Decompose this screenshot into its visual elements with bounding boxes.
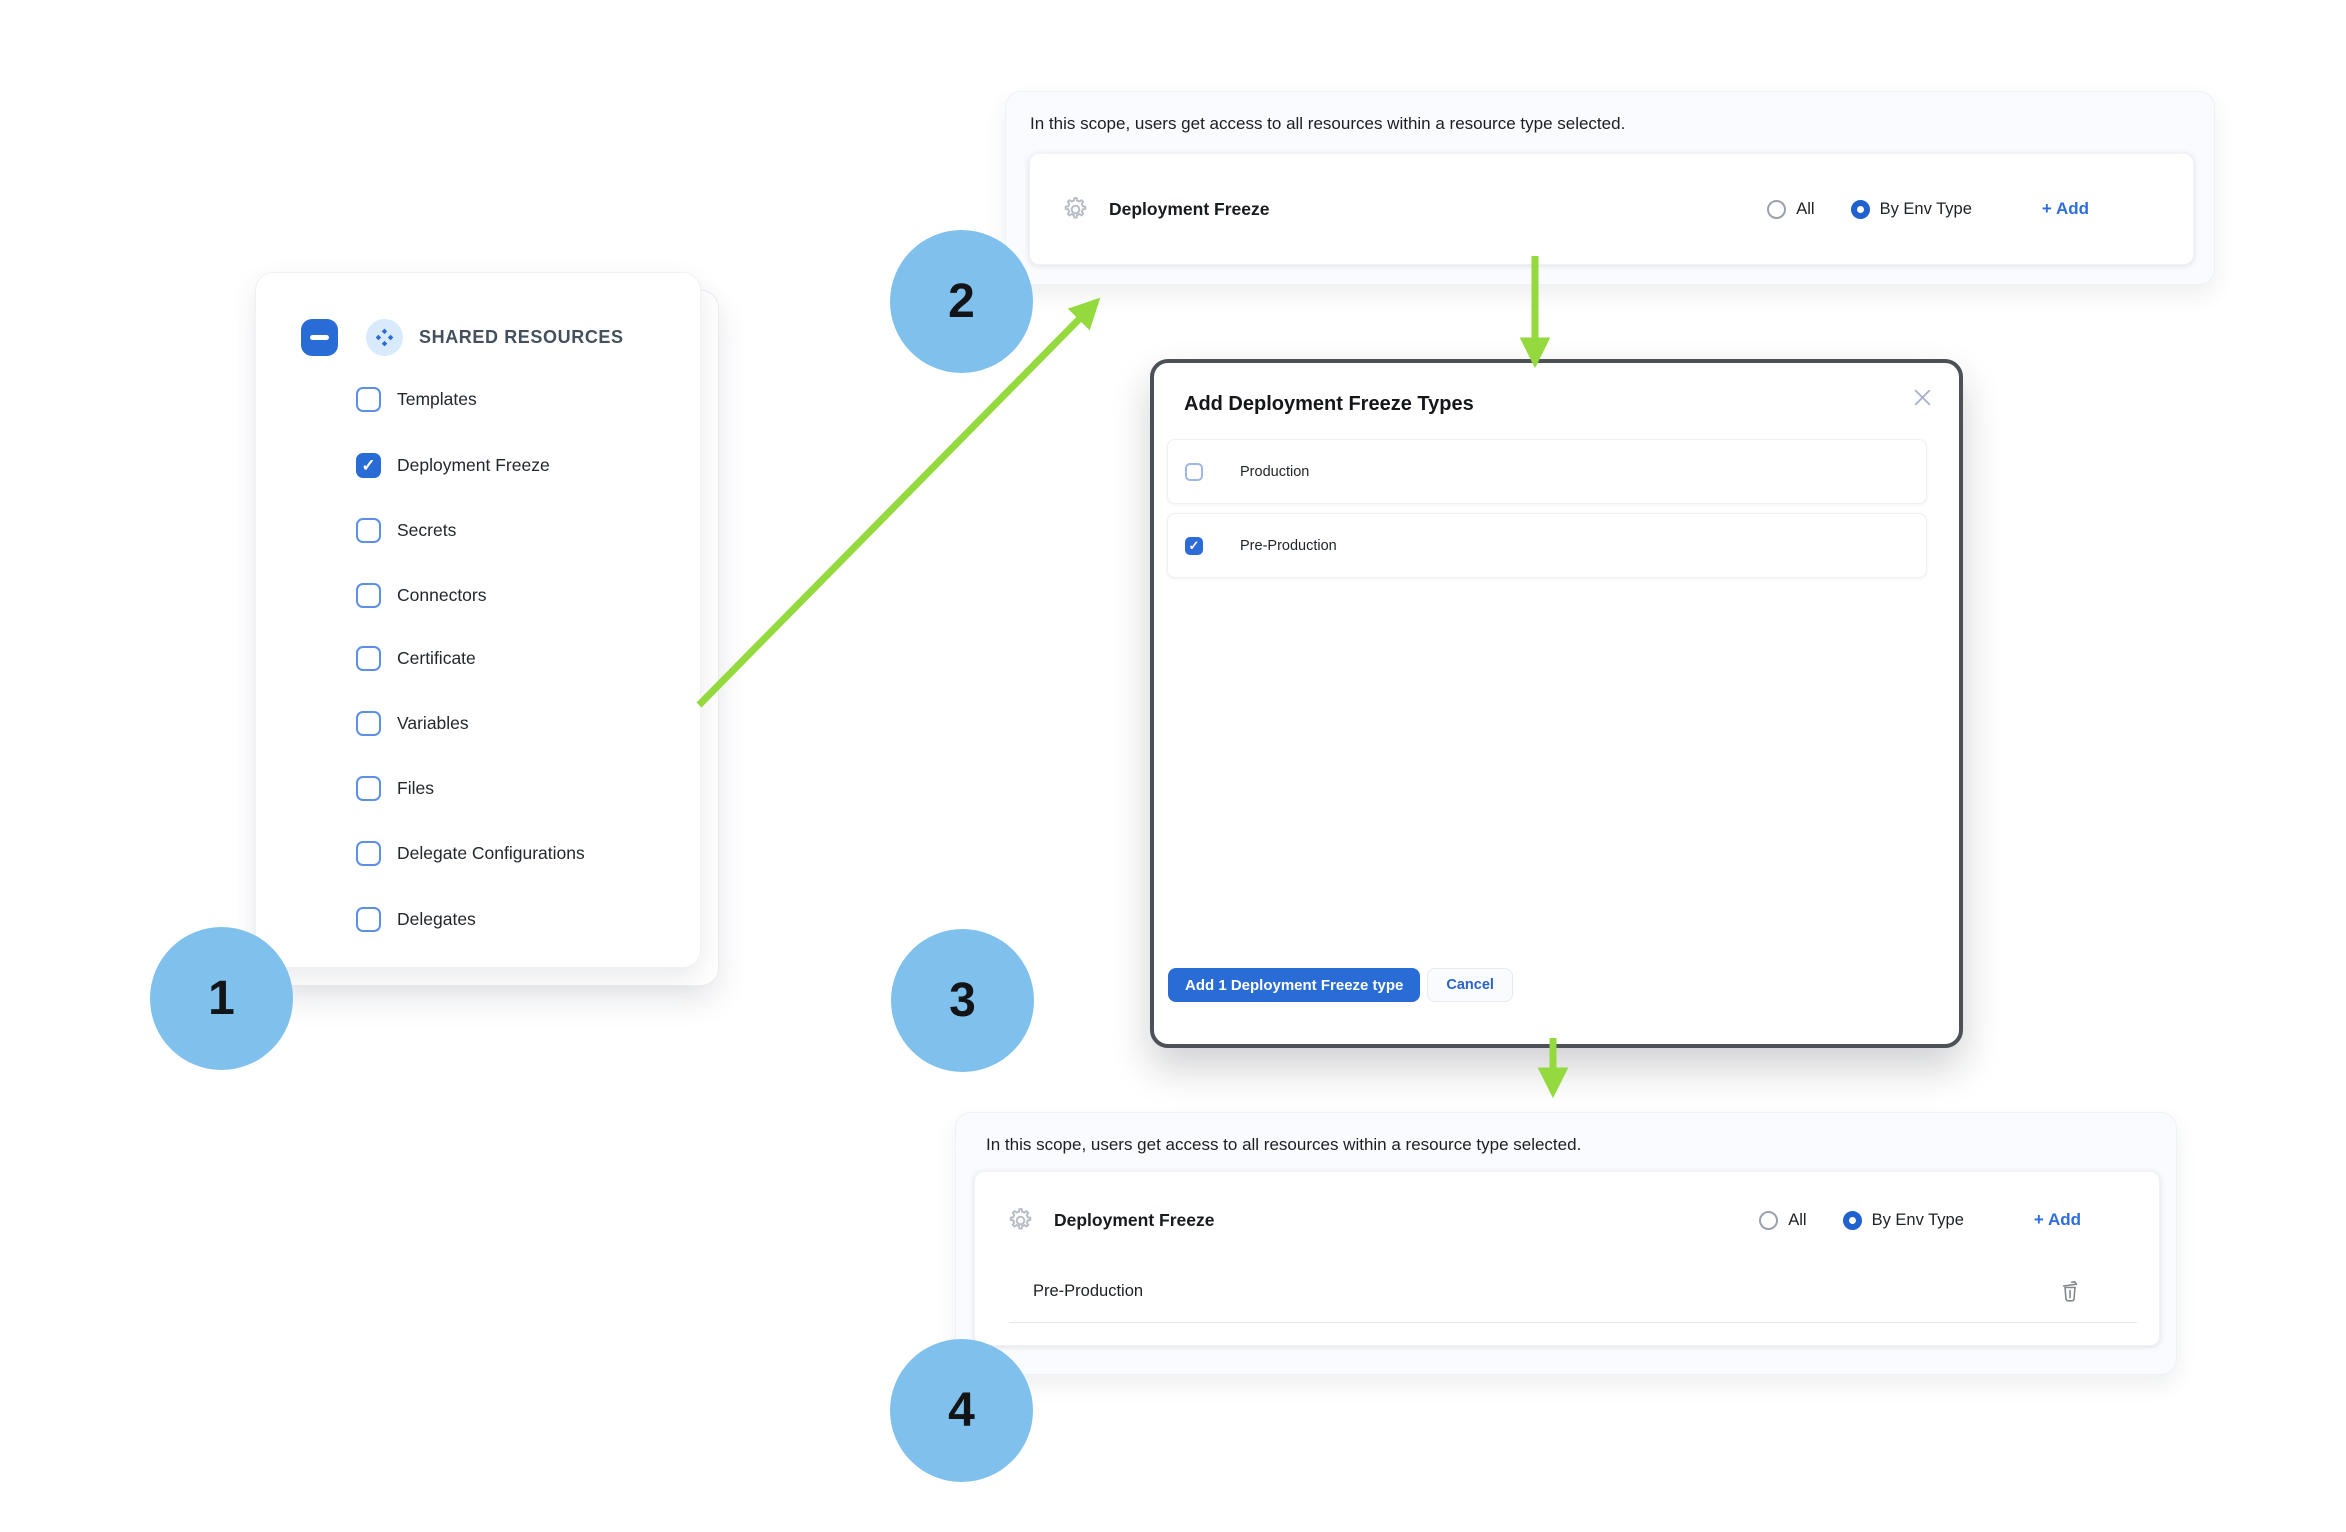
checkbox-production[interactable] bbox=[1185, 462, 1203, 481]
checkbox-pre-production[interactable] bbox=[1185, 536, 1203, 555]
trash-icon[interactable] bbox=[2059, 1279, 2081, 1303]
modal-footer: Add 1 Deployment Freeze type Cancel bbox=[1168, 968, 1513, 1002]
shared-resources-title: SHARED RESOURCES bbox=[419, 327, 624, 347]
scope-panel-top: In this scope, users get access to all r… bbox=[1005, 91, 2215, 285]
radio-all-top[interactable] bbox=[1767, 199, 1787, 219]
checkbox-certificate[interactable] bbox=[356, 645, 381, 671]
modal-title: Add Deployment Freeze Types bbox=[1184, 393, 1474, 415]
step-2-badge: 2 bbox=[890, 230, 1033, 373]
row-divider bbox=[1009, 1322, 2137, 1323]
sidebar-item-files: Files bbox=[356, 774, 434, 802]
modal-option-list: Production Pre-Production bbox=[1167, 439, 1927, 587]
sidebar-item-templates: Templates bbox=[356, 385, 477, 413]
shared-resources-header: SHARED RESOURCES bbox=[301, 319, 624, 356]
shared-resources-icon bbox=[366, 319, 403, 356]
resource-name-bottom: Deployment Freeze bbox=[1054, 1209, 1215, 1230]
scope-description-top: In this scope, users get access to all r… bbox=[1030, 114, 1626, 133]
checkbox-delegates[interactable] bbox=[356, 906, 381, 932]
step-4-badge: 4 bbox=[890, 1339, 1033, 1482]
resource-name-top: Deployment Freeze bbox=[1109, 198, 1270, 219]
add-button-bottom[interactable]: + Add bbox=[2033, 1210, 2081, 1229]
scope-description-bottom: In this scope, users get access to all r… bbox=[986, 1135, 1582, 1154]
collapse-minus-button[interactable] bbox=[301, 319, 338, 356]
radio-group-top: All By Env Type + Add bbox=[1767, 199, 2089, 219]
scope-panel-bottom: In this scope, users get access to all r… bbox=[955, 1112, 2177, 1375]
sidebar-item-secrets: Secrets bbox=[356, 516, 456, 544]
modal-row-pre-production: Pre-Production bbox=[1167, 513, 1927, 578]
sidebar-item-certificate: Certificate bbox=[356, 644, 476, 672]
checkbox-delegate-configurations[interactable] bbox=[356, 840, 381, 866]
sidebar-item-delegates: Delegates bbox=[356, 905, 476, 933]
freeze-type-row-pre-production: Pre-Production bbox=[975, 1268, 2159, 1314]
checkbox-variables[interactable] bbox=[356, 710, 381, 736]
add-deployment-freeze-type-button[interactable]: Add 1 Deployment Freeze type bbox=[1168, 968, 1421, 1002]
gear-icon bbox=[1007, 1207, 1034, 1234]
radio-by-env-type-bottom[interactable] bbox=[1842, 1210, 1862, 1230]
resource-card-bottom: Deployment Freeze All By Env Type + Add … bbox=[974, 1171, 2160, 1346]
step-3-badge: 3 bbox=[891, 929, 1034, 1072]
add-button-top[interactable]: + Add bbox=[2041, 199, 2089, 218]
resource-card-top: Deployment Freeze All By Env Type + Add bbox=[1029, 153, 2194, 265]
checkbox-connectors[interactable] bbox=[356, 582, 381, 608]
radio-all-bottom[interactable] bbox=[1759, 1210, 1779, 1230]
checkbox-templates[interactable] bbox=[356, 386, 381, 412]
checkbox-secrets[interactable] bbox=[356, 517, 381, 543]
sidebar-item-connectors: Connectors bbox=[356, 581, 487, 609]
add-deployment-freeze-types-modal: Add Deployment Freeze Types Production P… bbox=[1150, 359, 1963, 1048]
shared-resources-panel: SHARED RESOURCES Templates Deployment Fr… bbox=[255, 272, 701, 968]
radio-group-bottom: All By Env Type + Add bbox=[1759, 1210, 2081, 1230]
checkbox-files[interactable] bbox=[356, 775, 381, 801]
sidebar-item-variables: Variables bbox=[356, 709, 469, 737]
gear-icon bbox=[1062, 196, 1089, 223]
modal-row-production: Production bbox=[1167, 439, 1927, 504]
sidebar-item-deployment-freeze: Deployment Freeze bbox=[356, 451, 550, 479]
arrow-step1-to-step2 bbox=[696, 297, 1101, 708]
step-1-badge: 1 bbox=[150, 927, 293, 1070]
sidebar-item-delegate-configurations: Delegate Configurations bbox=[356, 839, 585, 867]
cancel-button[interactable]: Cancel bbox=[1427, 968, 1513, 1002]
close-icon[interactable] bbox=[1912, 387, 1933, 408]
radio-by-env-type-top[interactable] bbox=[1850, 199, 1870, 219]
checkbox-deployment-freeze[interactable] bbox=[356, 452, 381, 478]
